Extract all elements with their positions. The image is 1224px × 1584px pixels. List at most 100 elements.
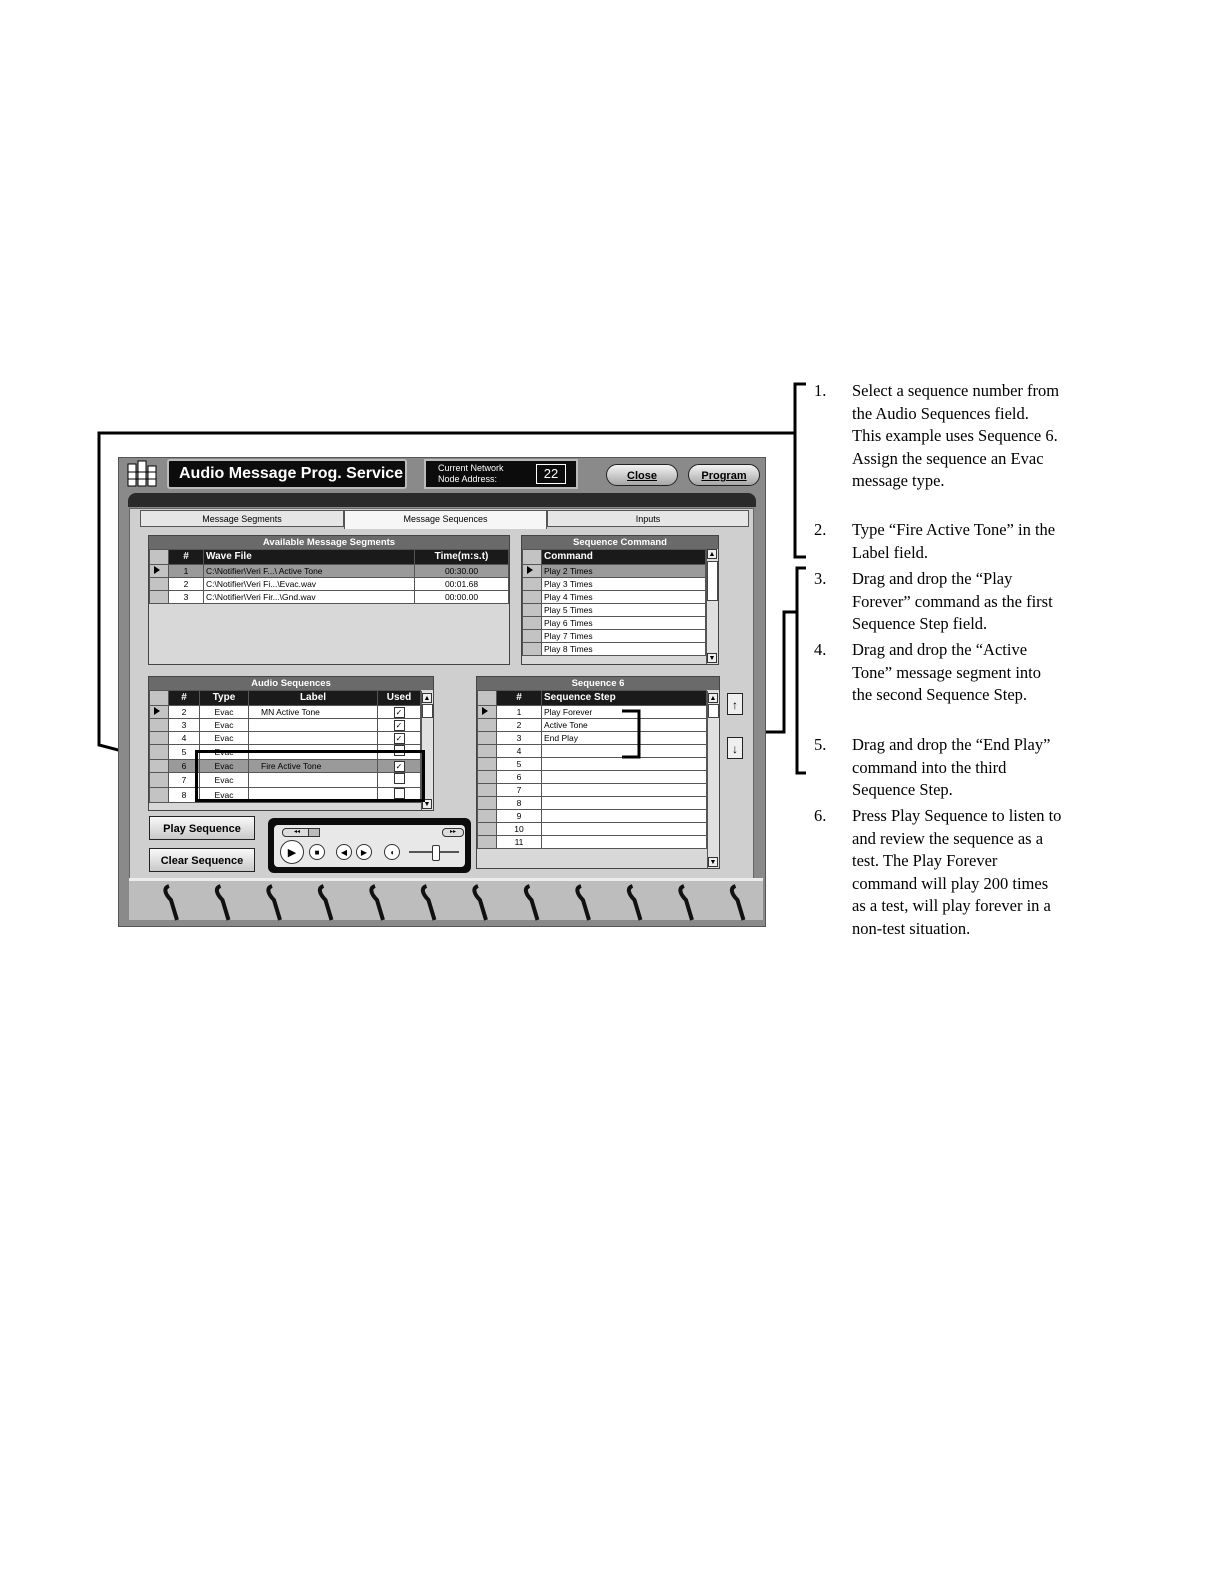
col-sequence-step: Sequence Step bbox=[541, 690, 707, 706]
instruction-step-2: 2. Type “Fire Active Tone” in the Label … bbox=[814, 520, 1056, 562]
scroll-down-icon[interactable]: ▼ bbox=[422, 799, 432, 809]
next-icon[interactable]: ▶ bbox=[356, 844, 372, 860]
scroll-down-icon[interactable]: ▼ bbox=[708, 857, 718, 867]
command-scrollbar[interactable]: ▲ ▼ bbox=[706, 549, 718, 664]
step-bracket bbox=[622, 709, 641, 759]
col-label: Label bbox=[248, 690, 378, 706]
cable-hook bbox=[369, 884, 385, 921]
seek-handle[interactable] bbox=[308, 828, 320, 837]
table-row[interactable]: 8 bbox=[477, 796, 707, 810]
tab-message-segments[interactable]: Message Segments bbox=[140, 510, 344, 527]
play-sequence-button[interactable]: Play Sequence bbox=[149, 816, 255, 840]
col-type: Type bbox=[199, 690, 249, 706]
row-pointer-icon bbox=[482, 707, 488, 715]
cable-hook bbox=[729, 884, 746, 921]
audio-sequences-title: Audio Sequences bbox=[149, 677, 433, 690]
cable-hook bbox=[317, 884, 334, 921]
col-number: # bbox=[496, 690, 542, 706]
table-row[interactable]: 7 bbox=[477, 783, 707, 797]
list-item[interactable]: Play 6 Times bbox=[522, 616, 706, 630]
cable-hook bbox=[575, 884, 591, 921]
list-item[interactable]: Play 5 Times bbox=[522, 603, 706, 617]
scroll-up-icon[interactable]: ▲ bbox=[422, 693, 432, 703]
col-number: # bbox=[168, 690, 200, 706]
used-checkbox[interactable] bbox=[393, 773, 405, 784]
highlight-box bbox=[195, 750, 425, 802]
col-used: Used bbox=[377, 690, 421, 706]
play-icon[interactable]: ▶ bbox=[280, 840, 304, 864]
instruction-step-1: 1. Select a sequence number from the Aud… bbox=[814, 381, 1060, 490]
cable-hook bbox=[678, 884, 694, 921]
cable-hook bbox=[420, 884, 437, 921]
cable-hook bbox=[523, 884, 540, 921]
table-row[interactable]: 2 C:\Notifier\Veri Fi...\Evac.wav 00:01.… bbox=[149, 577, 509, 591]
used-checkbox[interactable]: ✓ bbox=[393, 761, 405, 772]
fast-forward-icon[interactable]: ▸▸ bbox=[442, 828, 464, 837]
cable-hook bbox=[472, 884, 488, 921]
col-command: Command bbox=[541, 549, 706, 565]
close-button[interactable]: Close bbox=[606, 464, 678, 486]
used-checkbox[interactable]: ✓ bbox=[393, 733, 405, 744]
used-checkbox[interactable]: ✓ bbox=[393, 707, 405, 718]
row-pointer-icon bbox=[154, 707, 160, 715]
table-row[interactable]: 6 bbox=[477, 770, 707, 784]
cable-hook bbox=[163, 884, 179, 921]
list-item[interactable]: Play 3 Times bbox=[522, 577, 706, 591]
used-checkbox[interactable]: ✓ bbox=[393, 720, 405, 731]
panel-top-bar bbox=[128, 493, 756, 507]
used-checkbox[interactable] bbox=[393, 788, 405, 799]
list-item[interactable]: Play 7 Times bbox=[522, 629, 706, 643]
scroll-up-icon[interactable]: ▲ bbox=[708, 693, 718, 703]
sequence-command-title: Sequence Command bbox=[522, 536, 718, 549]
scroll-thumb[interactable] bbox=[422, 704, 433, 718]
scroll-down-icon[interactable]: ▼ bbox=[707, 653, 717, 663]
move-up-arrow-icon[interactable]: ↑ bbox=[727, 693, 743, 715]
cable-hooks bbox=[163, 884, 746, 921]
table-row[interactable]: 5 bbox=[477, 757, 707, 771]
volume-handle[interactable] bbox=[432, 845, 440, 861]
table-row[interactable]: 1 C:\Notifier\Veri F...\ Active Tone 00:… bbox=[149, 564, 509, 578]
segments-title: Available Message Segments bbox=[149, 536, 509, 549]
segments-table: # Wave File Time(m:s.t) 1 C:\Notifier\Ve… bbox=[149, 549, 509, 604]
scroll-thumb[interactable] bbox=[707, 561, 718, 601]
table-row[interactable]: 10 bbox=[477, 822, 707, 836]
stop-icon[interactable]: ■ bbox=[309, 844, 325, 860]
table-row[interactable]: 3 C:\Notifier\Veri Fir...\Gnd.wav 00:00.… bbox=[149, 590, 509, 604]
sequence-scrollbar[interactable]: ▲ ▼ bbox=[707, 691, 719, 868]
scroll-up-icon[interactable]: ▲ bbox=[707, 549, 717, 559]
volume-icon[interactable]: ◖ bbox=[384, 844, 400, 860]
move-down-arrow-icon[interactable]: ↓ bbox=[727, 737, 743, 759]
col-wave-file: Wave File bbox=[203, 549, 415, 565]
table-row[interactable]: 9 bbox=[477, 809, 707, 823]
list-item[interactable]: Play 4 Times bbox=[522, 590, 706, 604]
tab-message-sequences[interactable]: Message Sequences bbox=[344, 510, 547, 529]
instruction-step-6: 6. Press Play Sequence to listen to and … bbox=[814, 806, 1062, 938]
instruction-step-3: 3. Drag and drop the “Play Forever” comm… bbox=[814, 569, 1053, 633]
cable-hook bbox=[214, 884, 231, 921]
network-address-value[interactable]: 22 bbox=[536, 464, 566, 484]
scroll-thumb[interactable] bbox=[708, 704, 719, 718]
network-address-label: Current Network Node Address: bbox=[438, 463, 504, 484]
segments-panel: Available Message Segments # Wave File T… bbox=[148, 535, 510, 665]
list-item[interactable]: Play 8 Times bbox=[522, 642, 706, 656]
clear-sequence-button[interactable]: Clear Sequence bbox=[149, 848, 255, 872]
media-player: ◂◂ ▸▸ ▶ ■ ◀ ▶ ◖ bbox=[268, 818, 471, 873]
table-row[interactable]: 11 bbox=[477, 835, 707, 849]
list-item[interactable]: Play 2 Times bbox=[522, 564, 706, 578]
network-address-box: Current Network Node Address: 22 bbox=[424, 459, 578, 489]
program-button[interactable]: Program bbox=[688, 464, 760, 486]
table-row[interactable]: 4 bbox=[477, 744, 707, 758]
previous-icon[interactable]: ◀ bbox=[336, 844, 352, 860]
tab-inputs[interactable]: Inputs bbox=[547, 510, 749, 527]
